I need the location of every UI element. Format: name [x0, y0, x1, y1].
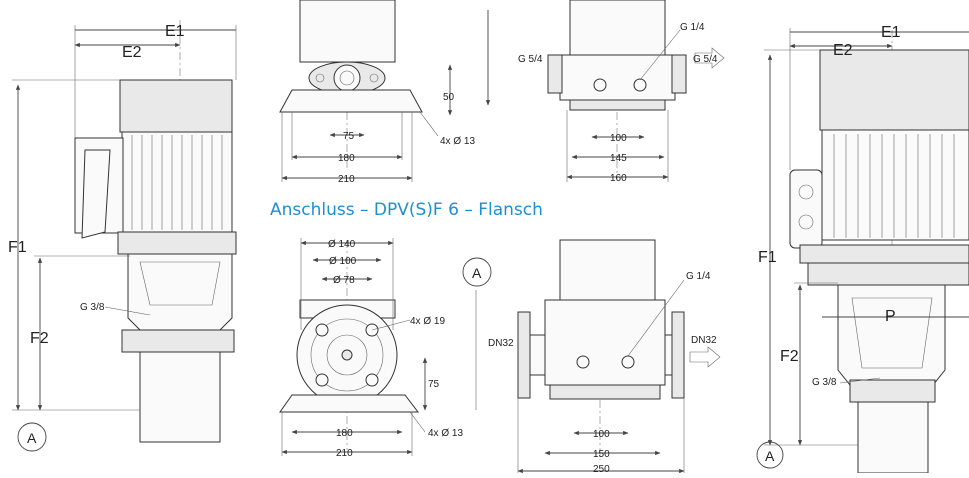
left-datum-label: A [27, 430, 37, 446]
bottom-flange-d180: 180 [336, 428, 353, 439]
left-dim-e1: E1 [165, 23, 185, 40]
bottom-side-datum-circle [462, 257, 492, 287]
bottom-flange-d100: Ø 100 [329, 256, 357, 267]
bottom-flange-holes19: 4x Ø 19 [410, 316, 445, 327]
bottom-side-dn-left: DN32 [488, 338, 514, 349]
top-flange-d75: 75 [343, 131, 355, 142]
top-side-g-right: G 5/4 [693, 54, 718, 65]
bottom-side-d150: 150 [593, 449, 610, 460]
right-dim-e2: E2 [833, 42, 853, 59]
bottom-side-d250: 250 [593, 464, 610, 473]
bottom-flange-view [279, 238, 428, 456]
bottom-side-g-top: G 1/4 [686, 271, 711, 282]
top-side-g-left: G 5/4 [518, 54, 543, 65]
right-datum-label: A [765, 448, 775, 464]
left-dim-f1: F1 [8, 239, 27, 256]
right-thread-label: G 3/8 [812, 377, 837, 388]
right-pump-view [764, 28, 969, 474]
top-flange-holes: 4x Ø 13 [440, 136, 475, 147]
left-dim-e2: E2 [122, 44, 142, 61]
bottom-side-d100: 100 [593, 429, 610, 440]
top-flange-d180: 180 [338, 153, 355, 164]
bottom-side-dn-right: DN32 [691, 335, 717, 346]
right-datum-circle [756, 441, 784, 469]
bottom-flange-d140: Ø 140 [328, 239, 356, 250]
top-flange-view [279, 0, 453, 182]
bottom-side-datum-label: A [472, 265, 482, 281]
top-side-d100: 100 [610, 133, 627, 144]
bottom-flange-d75: 75 [428, 379, 440, 390]
left-pump-view [12, 20, 237, 443]
right-dim-e1: E1 [881, 24, 901, 41]
right-dim-f2: F2 [780, 348, 799, 365]
section-title: Anschluss – DPV(S)F 6 – Flansch [270, 200, 543, 220]
top-side-view [485, 0, 725, 182]
top-flange-d210: 210 [338, 174, 355, 185]
right-dim-p: P [885, 308, 896, 325]
left-thread-label: G 3/8 [80, 302, 105, 313]
top-flange-height: 50 [443, 92, 455, 103]
left-datum-circle [17, 422, 47, 452]
top-side-d160: 160 [610, 173, 627, 184]
right-dim-f1: F1 [758, 249, 777, 266]
top-side-g-top: G 1/4 [680, 22, 705, 33]
bottom-side-view [475, 239, 721, 474]
top-side-d145: 145 [610, 153, 627, 164]
bottom-flange-d78: Ø 78 [333, 275, 355, 286]
bottom-flange-d210: 210 [336, 448, 353, 459]
bottom-flange-holes13: 4x Ø 13 [428, 428, 463, 439]
left-dim-f2: F2 [30, 330, 49, 347]
